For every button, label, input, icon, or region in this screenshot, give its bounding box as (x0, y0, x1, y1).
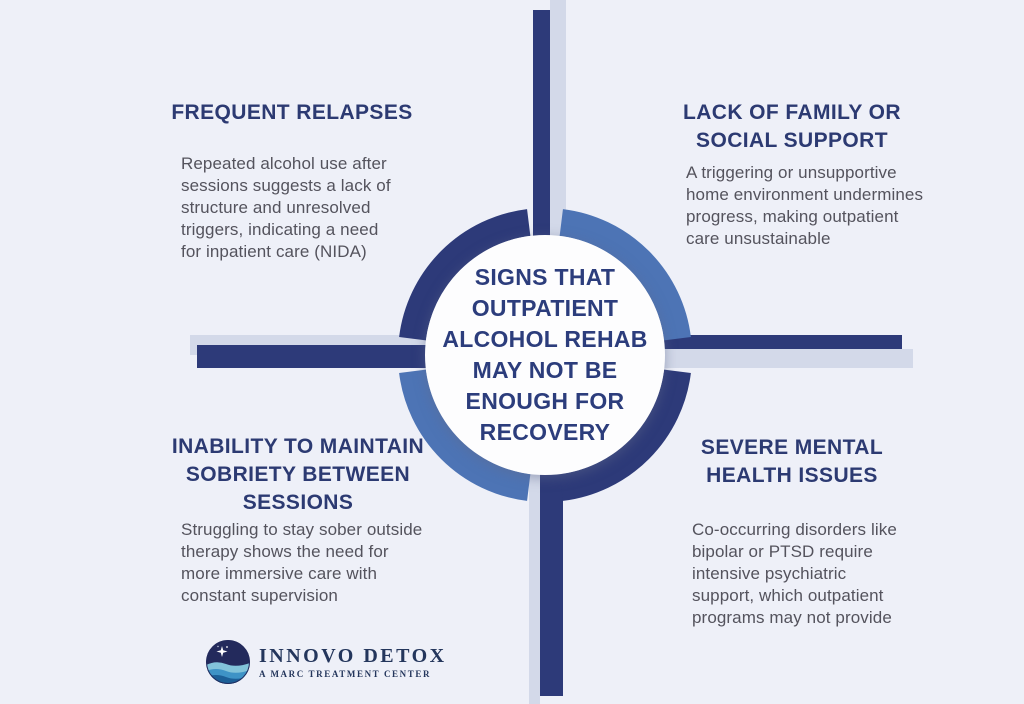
heading-inability-to-maintain-sobriety: INABILITY TO MAINTAIN SOBRIETY BETWEEN S… (171, 435, 425, 514)
body-lack-of-support: A triggering or unsupportive home enviro… (686, 163, 924, 248)
body-severe-mental-health: Co-occurring disorders like bipolar or P… (692, 520, 897, 627)
bottom-arm-light-bar (529, 468, 540, 704)
bottom-arm-dark-bar (540, 468, 563, 696)
heading-frequent-relapses: FREQUENT RELAPSES (171, 101, 413, 124)
heading-lack-of-support: LACK OF FAMILY OR SOCIAL SUPPORT (683, 101, 901, 152)
ring-segment-top-left (399, 209, 531, 341)
center-circle: SIGNS THAT OUTPATIENT ALCOHOL REHAB MAY … (425, 235, 665, 475)
center-title: SIGNS THAT OUTPATIENT ALCOHOL REHAB MAY … (442, 264, 648, 445)
logo-tagline: A MARC TREATMENT CENTER (259, 669, 432, 679)
innovo-detox-logo-icon (206, 640, 250, 684)
ring-segment-bottom-right (559, 369, 691, 501)
ring-segment-bottom-left (399, 369, 531, 501)
left-arm-dark-bar (197, 345, 480, 368)
top-arm-light-bar (550, 0, 566, 240)
right-arm-dark-bar (610, 335, 902, 351)
top-arm-dark-bar (533, 10, 550, 240)
heading-severe-mental-health: SEVERE MENTAL HEALTH ISSUES (700, 436, 884, 487)
innovo-detox-logo: INNOVO DETOX A MARC TREATMENT CENTER (205, 639, 447, 685)
body-inability-to-maintain-sobriety: Struggling to stay sober outside therapy… (181, 520, 423, 605)
ring-segment-top-right (559, 209, 691, 341)
star-icon (216, 646, 228, 657)
body-frequent-relapses: Repeated alcohol use after sessions sugg… (181, 154, 391, 261)
logo-name: INNOVO DETOX (259, 645, 447, 667)
right-arm-light-bar (610, 349, 913, 368)
